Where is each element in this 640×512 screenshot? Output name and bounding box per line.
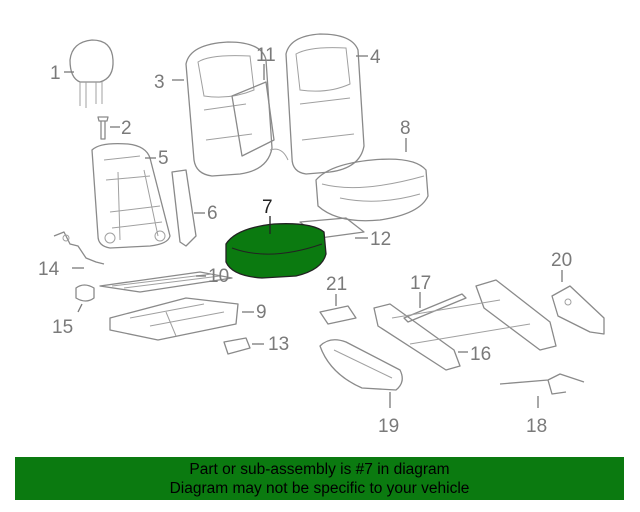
seat-parts-diagram: 1 2 5 6 3 11 4 8 <box>38 33 605 437</box>
part-track-cover[interactable] <box>319 305 357 325</box>
callout-6[interactable]: 6 <box>207 203 218 224</box>
part-seatback[interactable] <box>185 41 273 177</box>
footer-banner: Part or sub-assembly is #7 in diagram Di… <box>15 457 624 500</box>
part-clip[interactable] <box>223 337 251 355</box>
callout-9[interactable]: 9 <box>256 302 267 323</box>
callout-17[interactable]: 17 <box>410 273 431 294</box>
part-screw[interactable] <box>97 116 109 140</box>
part-seatback-cover[interactable] <box>285 33 365 175</box>
part-trim-panel[interactable] <box>171 169 197 247</box>
callout-5[interactable]: 5 <box>158 148 169 169</box>
part-torsion-rod[interactable] <box>403 293 467 323</box>
part-bracket[interactable] <box>551 285 605 335</box>
callout-12[interactable]: 12 <box>370 229 391 250</box>
footer-line-1: Part or sub-assembly is #7 in diagram <box>189 461 450 478</box>
part-side-shield[interactable] <box>319 339 403 391</box>
part-seat-pan[interactable] <box>109 297 239 341</box>
callout-7[interactable]: 7 <box>262 197 273 218</box>
callout-15[interactable]: 15 <box>52 317 73 338</box>
part-seat-track[interactable] <box>373 279 557 371</box>
part-headrest[interactable] <box>69 39 114 108</box>
part-seat-cushion[interactable] <box>225 223 327 279</box>
part-wire[interactable] <box>499 373 585 395</box>
callout-13[interactable]: 13 <box>268 334 289 355</box>
part-knob[interactable] <box>75 284 95 302</box>
callout-11[interactable]: 11 <box>256 45 276 66</box>
callout-2[interactable]: 2 <box>121 118 132 139</box>
leader-line <box>77 303 83 313</box>
callout-18[interactable]: 18 <box>526 416 547 437</box>
part-seat-mat[interactable] <box>99 271 233 293</box>
callout-1[interactable]: 1 <box>50 63 61 84</box>
callout-10[interactable]: 10 <box>208 266 229 287</box>
callout-14[interactable]: 14 <box>38 259 60 280</box>
callout-20[interactable]: 20 <box>551 250 572 271</box>
part-seatback-frame[interactable] <box>91 142 171 249</box>
callout-8[interactable]: 8 <box>400 118 411 139</box>
part-cable[interactable] <box>53 231 105 265</box>
callout-21[interactable]: 21 <box>326 274 347 295</box>
callout-16[interactable]: 16 <box>470 344 491 365</box>
callout-3[interactable]: 3 <box>154 72 165 93</box>
footer-line-2: Diagram may not be specific to your vehi… <box>169 480 470 497</box>
callout-19[interactable]: 19 <box>378 416 399 437</box>
callout-4[interactable]: 4 <box>370 47 381 68</box>
part-back-pad[interactable] <box>231 81 289 161</box>
part-cushion-cover[interactable] <box>315 158 429 222</box>
